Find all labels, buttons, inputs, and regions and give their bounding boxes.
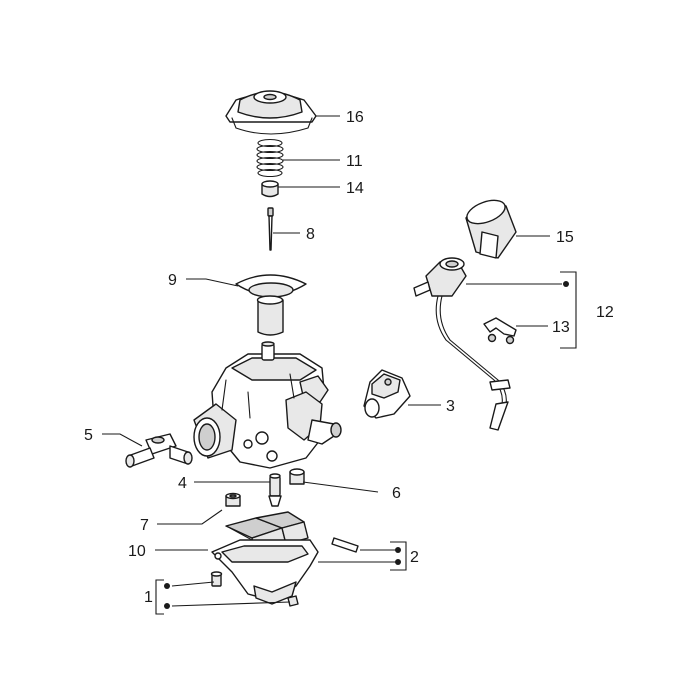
leader-lines [102,115,577,615]
part-9-diaphragm-slide [235,274,307,336]
callout-labels: 16 11 14 8 9 15 12 13 3 5 4 6 7 10 2 1 [84,109,614,606]
part-2-float-pin [331,537,359,553]
callout-9: 9 [168,272,177,289]
part-14-needle-retainer [261,180,279,198]
callout-13: 13 [552,319,570,336]
callout-6: 6 [392,485,401,502]
part-15-rubber-cap [465,199,517,259]
part-4-main-jet [268,473,282,507]
callout-14: 14 [346,180,364,197]
callout-16: 16 [346,109,364,126]
callout-7: 7 [140,517,149,534]
part-8-jet-needle [267,207,274,251]
callout-2: 2 [410,549,419,566]
part-6-pilot-jet [289,468,305,485]
callout-10: 10 [128,543,146,560]
part-12-auto-choke-cable [413,257,511,431]
callout-3: 3 [446,398,455,415]
callout-11: 11 [346,153,363,170]
callout-4: 4 [178,475,187,492]
carburetor-body [193,341,342,469]
part-7-jet-holder [225,492,241,507]
part-5-t-fitting [125,433,193,468]
part-13-clip [483,317,517,345]
callout-12: 12 [596,304,614,321]
part-10-float-bowl [211,539,319,605]
leader-dots [164,281,569,609]
part-16-top-cover [225,90,317,135]
part-3-starter-housing [363,369,411,419]
callout-1: 1 [144,589,153,606]
part-11-spring [256,138,284,178]
callout-5: 5 [84,427,93,444]
callout-15: 15 [556,229,574,246]
part-1-screws [210,571,299,607]
callout-8: 8 [306,226,315,243]
